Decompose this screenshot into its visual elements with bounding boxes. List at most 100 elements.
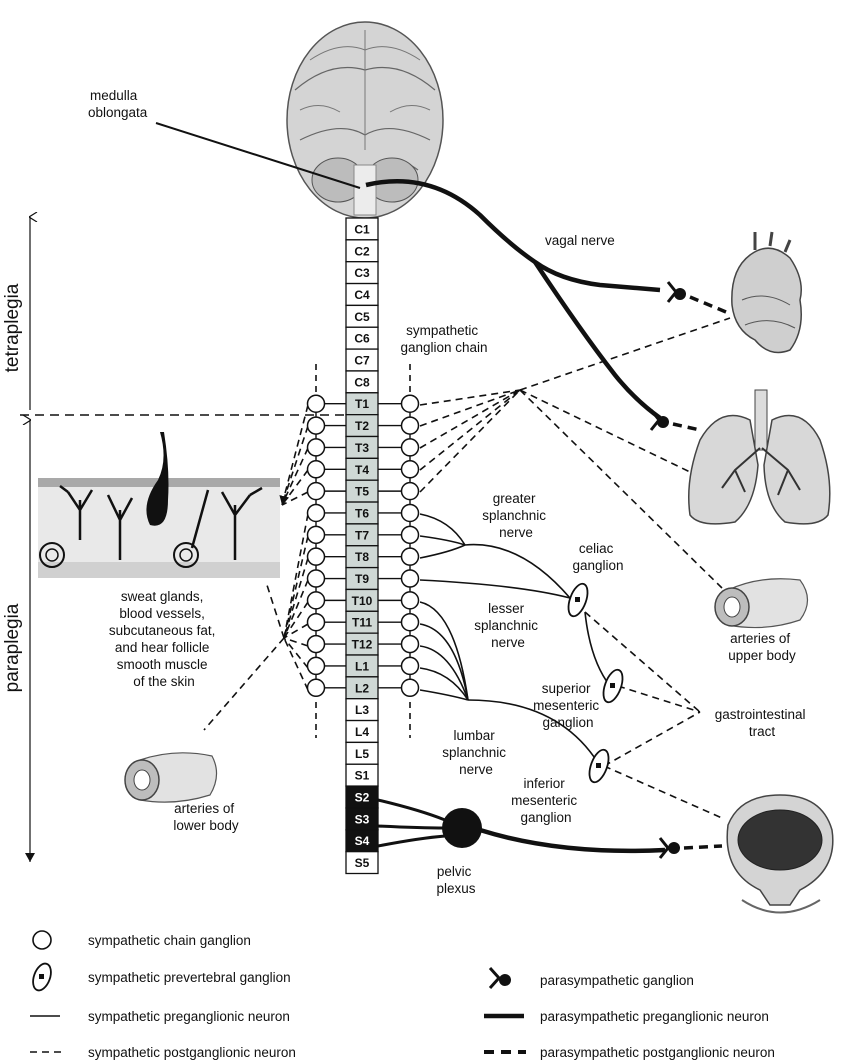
inferior-mesenteric-ganglion [588,748,610,784]
sympathetic-chain-ganglion [306,394,326,413]
legend-para-pre-label: parasympathetic preganglionic neuron [540,1009,769,1024]
celiac-label-line2: ganglion [572,558,623,573]
vagal-nerve-label: vagal nerve [545,233,615,248]
vagal-nerve [365,179,661,293]
spinal-segment-l2: L2 [345,676,379,700]
spinal-segment-label: S1 [355,769,370,783]
spinal-segment-label: L3 [355,703,369,717]
arteries-upper-label-line1: arteries of [730,631,790,646]
sympathetic-chain-ganglion [400,503,420,523]
lesser-splanchnic-label-line2: splanchnic [474,618,538,633]
sympathetic-chain-ganglion [306,612,326,632]
spinal-segment-c7: C7 [345,348,379,372]
medulla-pointer-line [155,122,361,189]
spinal-segment-label: T12 [352,638,373,652]
sympathetic-chain-ganglion [400,678,420,698]
sympathetic-pathways [203,317,731,819]
sympathetic-chain-ganglion [400,547,420,566]
spinal-segment-c2: C2 [345,239,379,263]
sympathetic-chain-ganglion [306,634,326,654]
spinal-segment-s1: S1 [345,763,379,787]
skin-label-line6: of the skin [133,674,195,689]
spinal-segment-c1: C1 [345,217,379,241]
lumbar-splanchnic-label-line1: lumbar [453,728,495,743]
lesser-splanchnic-label-line1: lesser [488,601,525,616]
sympathetic-chain-ganglion [306,481,326,501]
spinal-cord: C1C2C3C4C5C6C7C8T1T2T3T4T5T6T7T8T9T10T11… [345,217,379,875]
spinal-segment-t9: T9 [345,566,379,591]
sympathetic-chain-ganglion [306,416,326,435]
spinal-segment-label: T6 [355,506,369,520]
gastrointestinal-label-line1: gastrointestinal [715,707,806,722]
gastrointestinal-label-line2: tract [749,724,776,739]
sympathetic-chain-ganglion [400,612,420,632]
lumbar-splanchnic-label-line2: splanchnic [442,745,506,760]
sympathetic-chain-ganglion [306,525,326,545]
superior-mesenteric-label-line2: mesenteric [533,698,599,713]
sympathetic-chain-ganglion [306,547,326,566]
spinal-segment-label: L2 [355,681,369,695]
spinal-segment-label: T5 [355,485,369,499]
spinal-segment-label: T8 [355,550,369,564]
spinal-segment-t5: T5 [345,479,379,503]
legend-para-ganglion-symbol [488,966,511,990]
spinal-segment-label: T3 [355,441,369,455]
superior-mesenteric-label-line1: superior [542,681,591,696]
legend: sympathetic chain ganglion sympathetic p… [30,930,775,1060]
gastrointestinal-label: gastrointestinal tract [715,707,810,739]
bladder-parasympathetic-ganglion [658,837,723,859]
heart-illustration [731,231,802,354]
spinal-segment-label: T1 [355,397,369,411]
sympathetic-chain-ganglion [306,678,326,698]
spinal-segment-label: C3 [354,266,370,280]
sympathetic-chain-ganglion [400,394,420,413]
spinal-segment-label: L5 [355,747,369,761]
superior-mesenteric-label-line3: ganglion [542,715,593,730]
legend-para-ganglion-label: parasympathetic ganglion [540,973,694,988]
arteries-upper-label-line2: upper body [728,648,796,663]
spinal-segment-s5: S5 [345,851,379,875]
skin-label-line3: subcutaneous fat, [109,623,216,638]
spinal-segment-l4: L4 [345,719,379,744]
celiac-ganglion [567,582,589,618]
artery-lower-body-illustration [124,752,218,803]
lesser-splanchnic-label: lesser splanchnic nerve [474,601,542,650]
sympathetic-chain-ganglion [306,438,326,457]
pelvic-plexus-label: pelvic plexus [436,864,475,896]
spinal-segment-t8: T8 [345,545,379,569]
spinal-segment-t1: T1 [345,392,379,416]
sympathetic-chain-ganglion [400,656,420,676]
spinal-segment-label: C6 [354,332,370,346]
greater-splanchnic-label: greater splanchnic nerve [482,491,550,540]
spinal-segment-label: S2 [355,791,370,805]
spinal-segment-label: C1 [354,222,370,236]
lung-parasympathetic-ganglion [649,409,701,432]
sympathetic-chain-ganglion [400,438,420,457]
spinal-segment-t12: T12 [345,632,379,656]
lumbar-splanchnic-label: lumbar splanchnic nerve [442,728,510,777]
spinal-segment-label: C7 [354,354,370,368]
sympathetic-chain-ganglion [400,634,420,654]
spinal-segment-label: C8 [354,375,370,389]
spinal-segment-label: S3 [355,812,370,826]
skin-label-line1: sweat glands, [121,589,204,604]
spinal-segment-l3: L3 [345,698,379,722]
greater-splanchnic-label-line3: nerve [499,525,533,540]
spinal-segment-label: T7 [355,528,369,542]
sympathetic-chain-ganglion [306,656,326,676]
spinal-segment-s4: S4 [345,829,379,853]
spinal-segment-label: T11 [352,616,372,630]
sympathetic-chain-ganglion [306,569,326,588]
spinal-segment-label: S5 [355,856,370,870]
spinal-segment-l1: L1 [345,654,379,678]
inferior-mesenteric-label-line3: ganglion [520,810,571,825]
sympathetic-chain-ganglion [400,460,420,479]
arteries-lower-label: arteries of lower body [173,801,239,833]
sympathetic-chain-label-line2: ganglion chain [400,340,487,355]
spinal-segment-c4: C4 [345,282,379,307]
spinal-segment-label: C2 [354,244,370,258]
spinal-segment-s2: S2 [345,785,379,809]
superior-mesenteric-ganglion [602,668,624,704]
tetraplegia-label: tetraplegia [2,283,23,372]
